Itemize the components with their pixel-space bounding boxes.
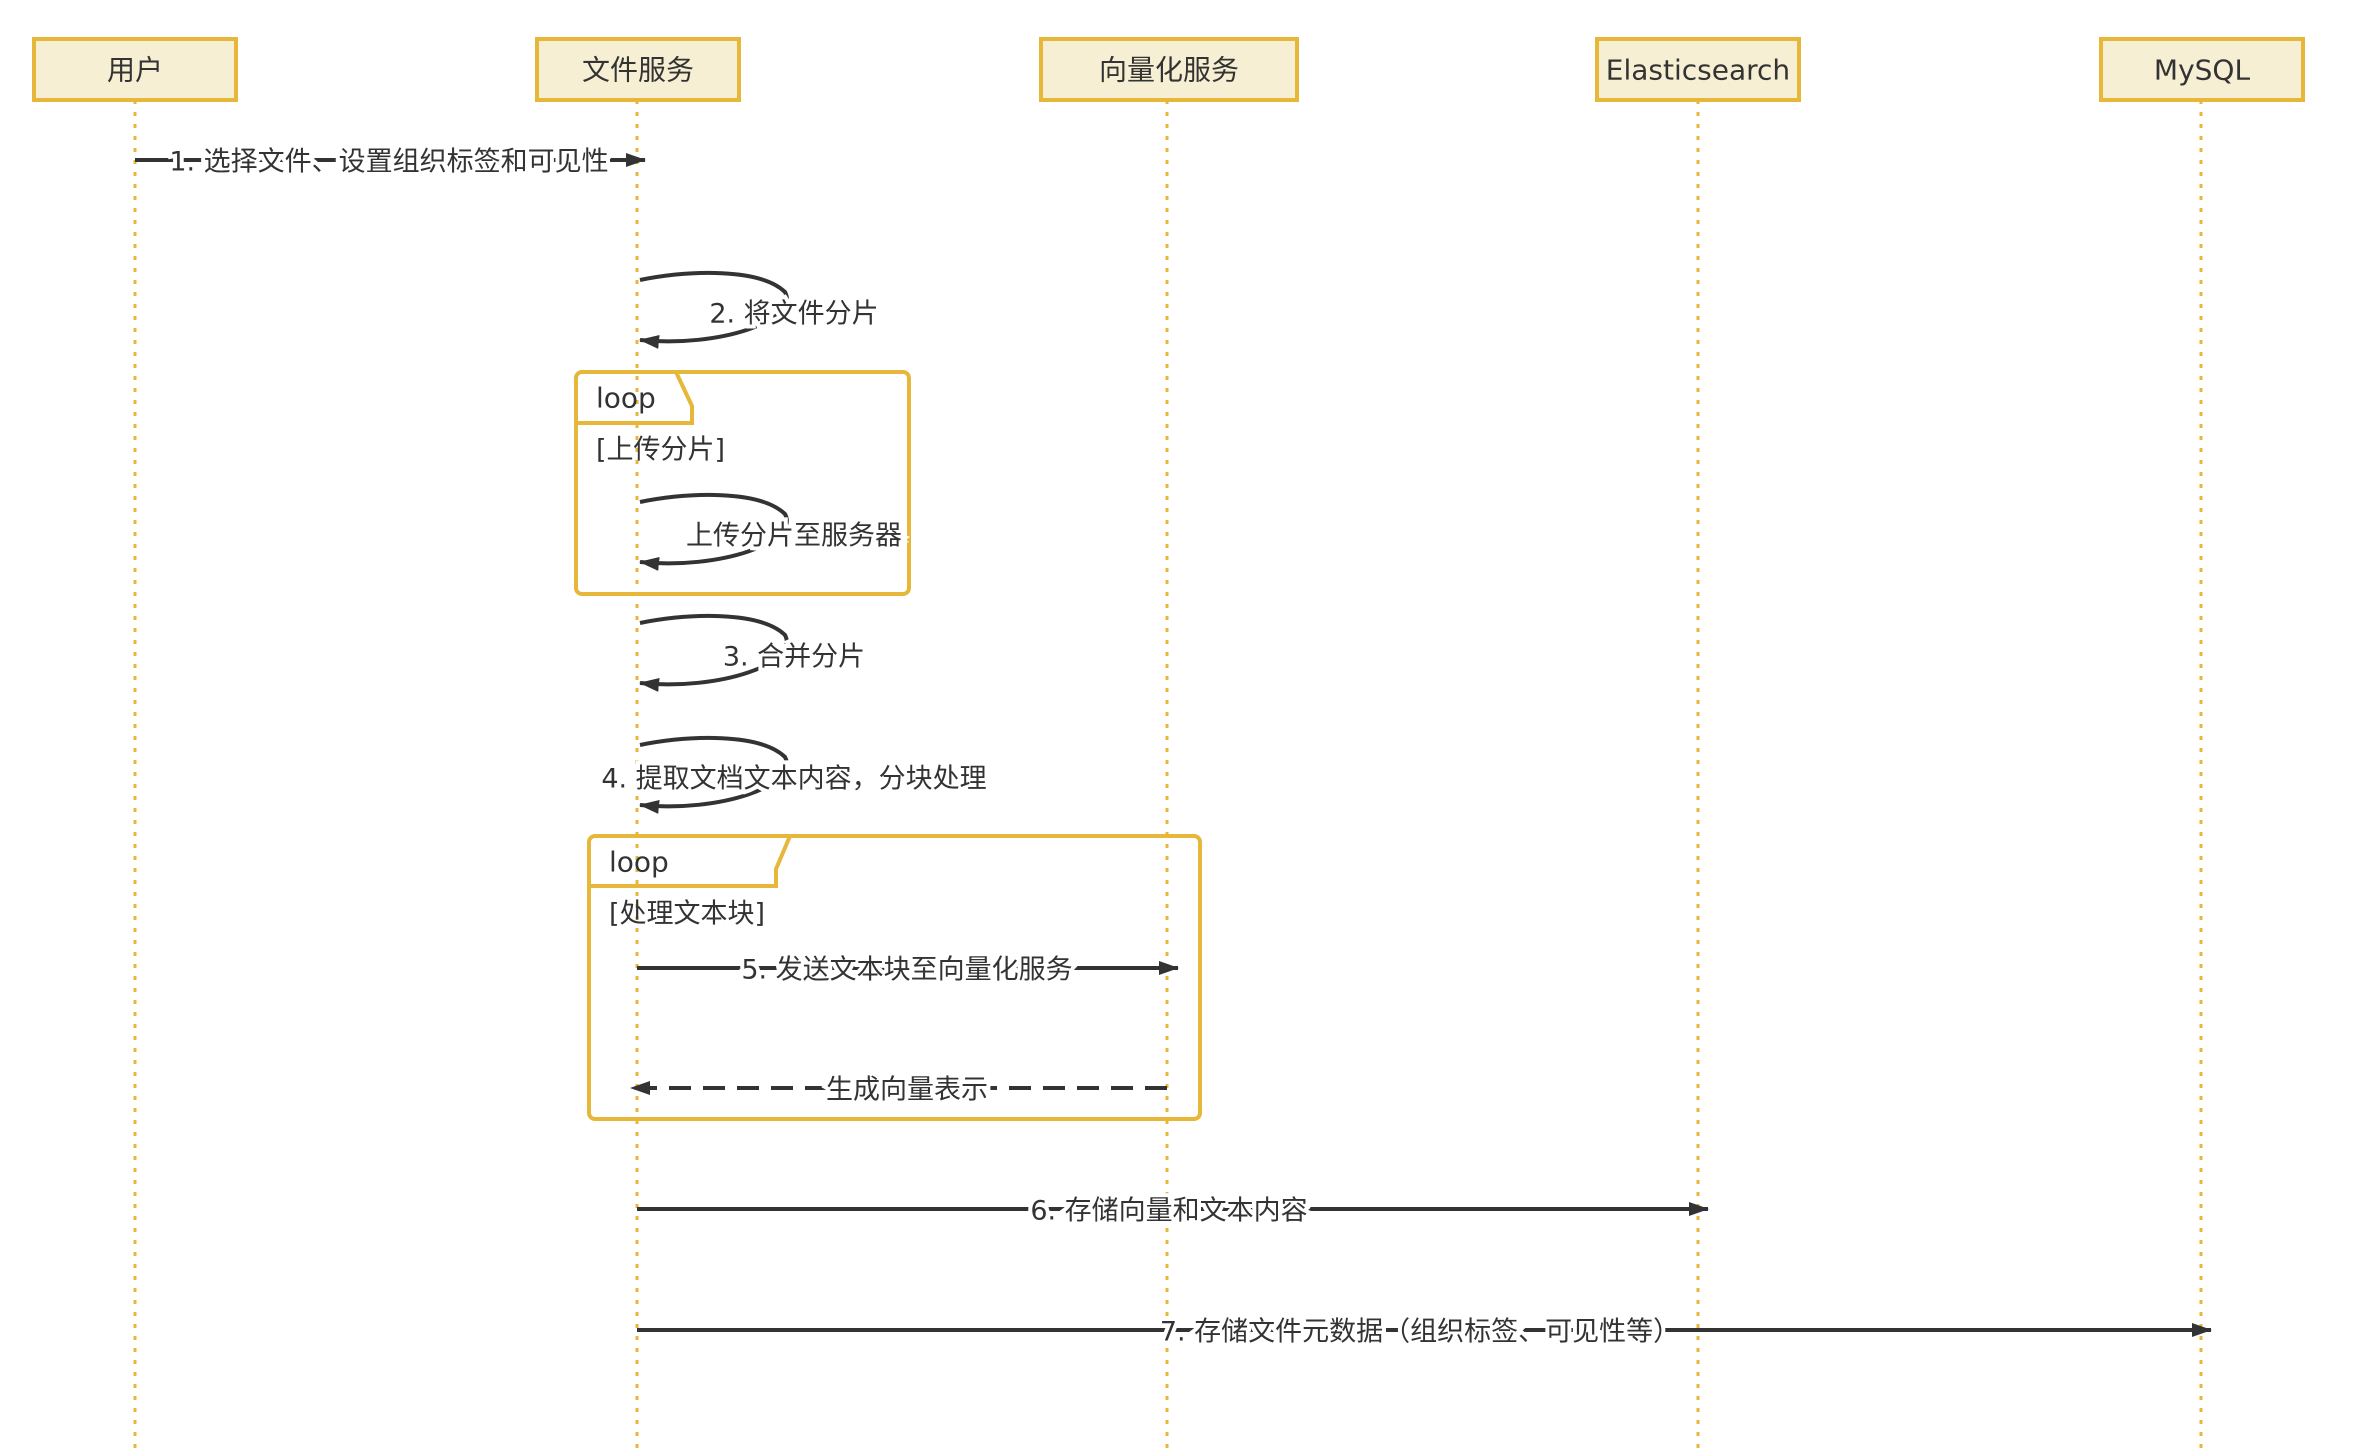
- frame-border: [587, 834, 1202, 1121]
- frame-condition: [处理文本块]: [609, 899, 765, 930]
- message-5[interactable]: 5. 发送文本块至向量化服务: [637, 951, 1179, 990]
- frame-tab: [576, 371, 694, 425]
- message-4[interactable]: 4. 提取文档文本内容，分块处理: [597, 736, 991, 814]
- message-upload-chunks[interactable]: 上传分片至服务器: [639, 493, 906, 571]
- participant-label: MySQL: [2154, 54, 2251, 87]
- participant-user[interactable]: 用户: [32, 37, 238, 102]
- message-label: 6. 存储向量和文本内容: [1030, 1196, 1307, 1227]
- frame-border: [574, 370, 911, 596]
- message-label: 7. 存储文件元数据（组织标签、可见性等）: [1160, 1317, 1680, 1348]
- lifelines: [133, 100, 2203, 1448]
- message-label: 5. 发送文本块至向量化服务: [741, 955, 1072, 986]
- message-label: 上传分片至服务器: [686, 521, 902, 552]
- frame-title: loop: [596, 382, 656, 415]
- message-label: 生成向量表示: [826, 1075, 988, 1106]
- participant-mysql[interactable]: MySQL: [2099, 37, 2305, 102]
- frame-title: loop: [609, 846, 669, 879]
- message-vector-response[interactable]: 生成向量表示: [630, 1071, 1167, 1110]
- loop-frame-upload: loop [上传分片]: [574, 370, 911, 596]
- message-label: 1. 选择文件、设置组织标签和可见性: [169, 147, 608, 178]
- loop-frame-process: loop [处理文本块]: [587, 834, 1202, 1121]
- frame-condition: [上传分片]: [596, 435, 725, 466]
- message-label: 2. 将文件分片: [709, 299, 878, 330]
- participant-vector-service[interactable]: 向量化服务: [1039, 37, 1299, 102]
- message-6[interactable]: 6. 存储向量和文本内容: [637, 1192, 1709, 1231]
- participant-file-service[interactable]: 文件服务: [535, 37, 741, 102]
- message-label: 4. 提取文档文本内容，分块处理: [601, 764, 986, 795]
- frame-tab: [589, 835, 792, 888]
- message-label: 3. 合并分片: [723, 642, 865, 673]
- participant-label: 向量化服务: [1099, 54, 1239, 87]
- message-1[interactable]: 1. 选择文件、设置组织标签和可见性: [135, 143, 646, 182]
- participant-label: 用户: [107, 54, 163, 87]
- message-2[interactable]: 2. 将文件分片: [639, 271, 883, 349]
- participant-label: Elasticsearch: [1606, 54, 1790, 87]
- participants: 用户 文件服务 向量化服务 Elasticsearch MySQL: [32, 37, 2305, 102]
- message-3[interactable]: 3. 合并分片: [639, 614, 869, 692]
- participant-elasticsearch[interactable]: Elasticsearch: [1595, 37, 1801, 102]
- messages: 1. 选择文件、设置组织标签和可见性 2. 将文件分片 上传分片至服务器 3. …: [135, 143, 2212, 1352]
- participant-label: 文件服务: [582, 54, 694, 87]
- message-7[interactable]: 7. 存储文件元数据（组织标签、可见性等）: [637, 1313, 2212, 1352]
